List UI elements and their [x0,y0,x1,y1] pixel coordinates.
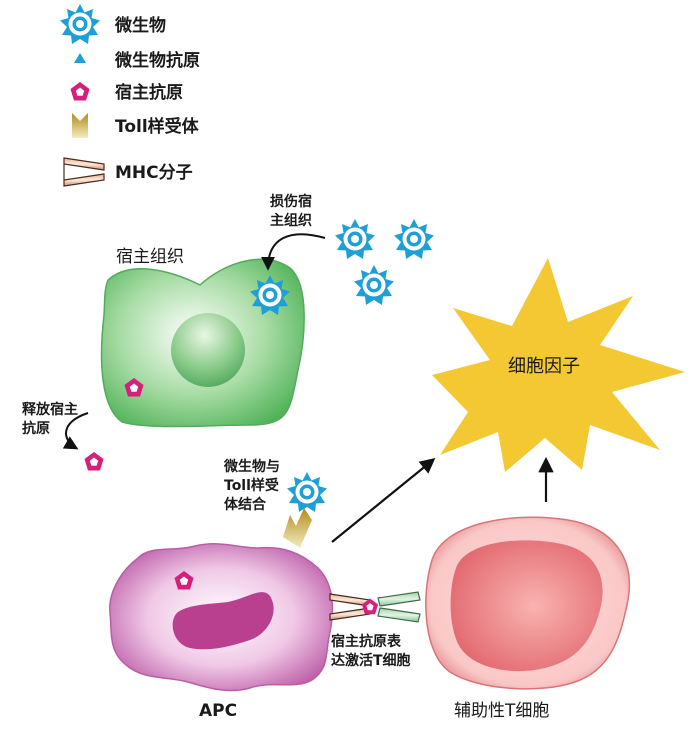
legend-toll-receptor-icon [72,113,88,138]
legend-microbe-icon [60,4,100,44]
damaged-tissue-label: 损伤宿 主组织 [270,193,317,229]
cytokine-label: 细胞因子 [508,356,580,377]
cytokine-burst [432,258,685,472]
host-tissue-label: 宿主组织 [116,247,184,267]
helper-t-cell [425,516,630,690]
apc-cell [109,543,334,692]
microbe-free-3 [354,265,394,305]
host-tissue-nucleus [171,313,245,387]
apc-to-cytokine-arrow [331,458,436,543]
damage-arrow [261,233,326,271]
helper-t-cell-label: 辅助性T细胞 [454,701,549,721]
legend-microbial-antigen-label: 微生物抗原 [114,50,200,71]
microbe-bound-to-toll [287,472,327,512]
legend-mhc-molecule-icon [63,157,105,187]
toll-receptor-on-apc [283,508,312,548]
microbe-toll-binding-label: 微生物与 Toll样受 体结合 [223,458,285,513]
legend-microbe-label: 微生物 [114,15,166,36]
legend: 微生物 微生物抗原 宿主抗原 Toll样受体 MHC分子 [60,4,200,187]
host-antigen-activates-label: 宿主抗原表 达激活T细胞 [331,633,411,669]
legend-microbial-antigen-icon [74,53,86,63]
microbe-free-1 [335,219,375,259]
host-tissue-cell [100,258,305,428]
legend-host-antigen-label: 宿主抗原 [115,82,183,103]
release-arrow [62,412,89,450]
apc-nucleus [172,592,274,650]
legend-host-antigen-icon [70,82,90,101]
apc-label: APC [199,701,237,721]
legend-toll-receptor-label: Toll样受体 [115,116,200,137]
legend-mhc-molecule-label: MHC分子 [115,163,193,183]
microbe-free-2 [394,219,434,259]
release-antigen-label: 释放宿主 抗原 [22,401,83,437]
helper-t-cell-nucleus [450,540,603,672]
released-host-antigen [84,452,104,471]
t-cell-receptor [377,591,421,623]
